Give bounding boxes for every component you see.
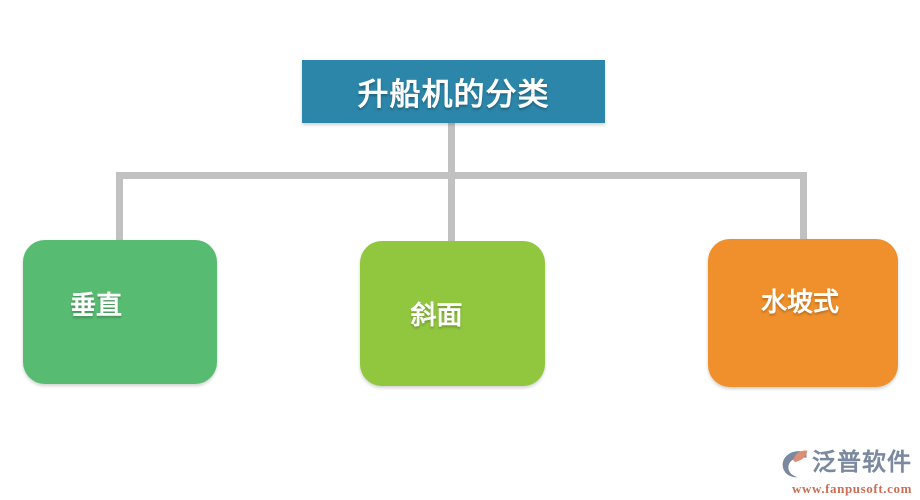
node-inclined: 斜面	[360, 241, 545, 386]
root-node-label: 升船机的分类	[357, 77, 550, 112]
root-node-ship-lift-classification: 升船机的分类	[302, 60, 605, 123]
connector-drop-right	[800, 172, 807, 240]
watermark-url-text: www.fanpusoft.com	[792, 481, 912, 496]
node-water-slope: 水坡式	[708, 239, 898, 387]
connector-horizontal-bar	[116, 172, 807, 179]
connector-drop-left	[116, 172, 123, 242]
node-vertical: 垂直	[23, 240, 217, 384]
node-vertical-label: 垂直	[69, 289, 122, 320]
node-water-slope-label: 水坡式	[760, 286, 839, 317]
watermark: 泛普软件 www.fanpusoft.com	[780, 447, 912, 495]
node-inclined-label: 斜面	[410, 300, 463, 330]
fanpu-logo-icon	[782, 450, 808, 478]
watermark-brand-text: 泛普软件	[812, 450, 912, 476]
connector-root-to-center	[448, 122, 455, 242]
